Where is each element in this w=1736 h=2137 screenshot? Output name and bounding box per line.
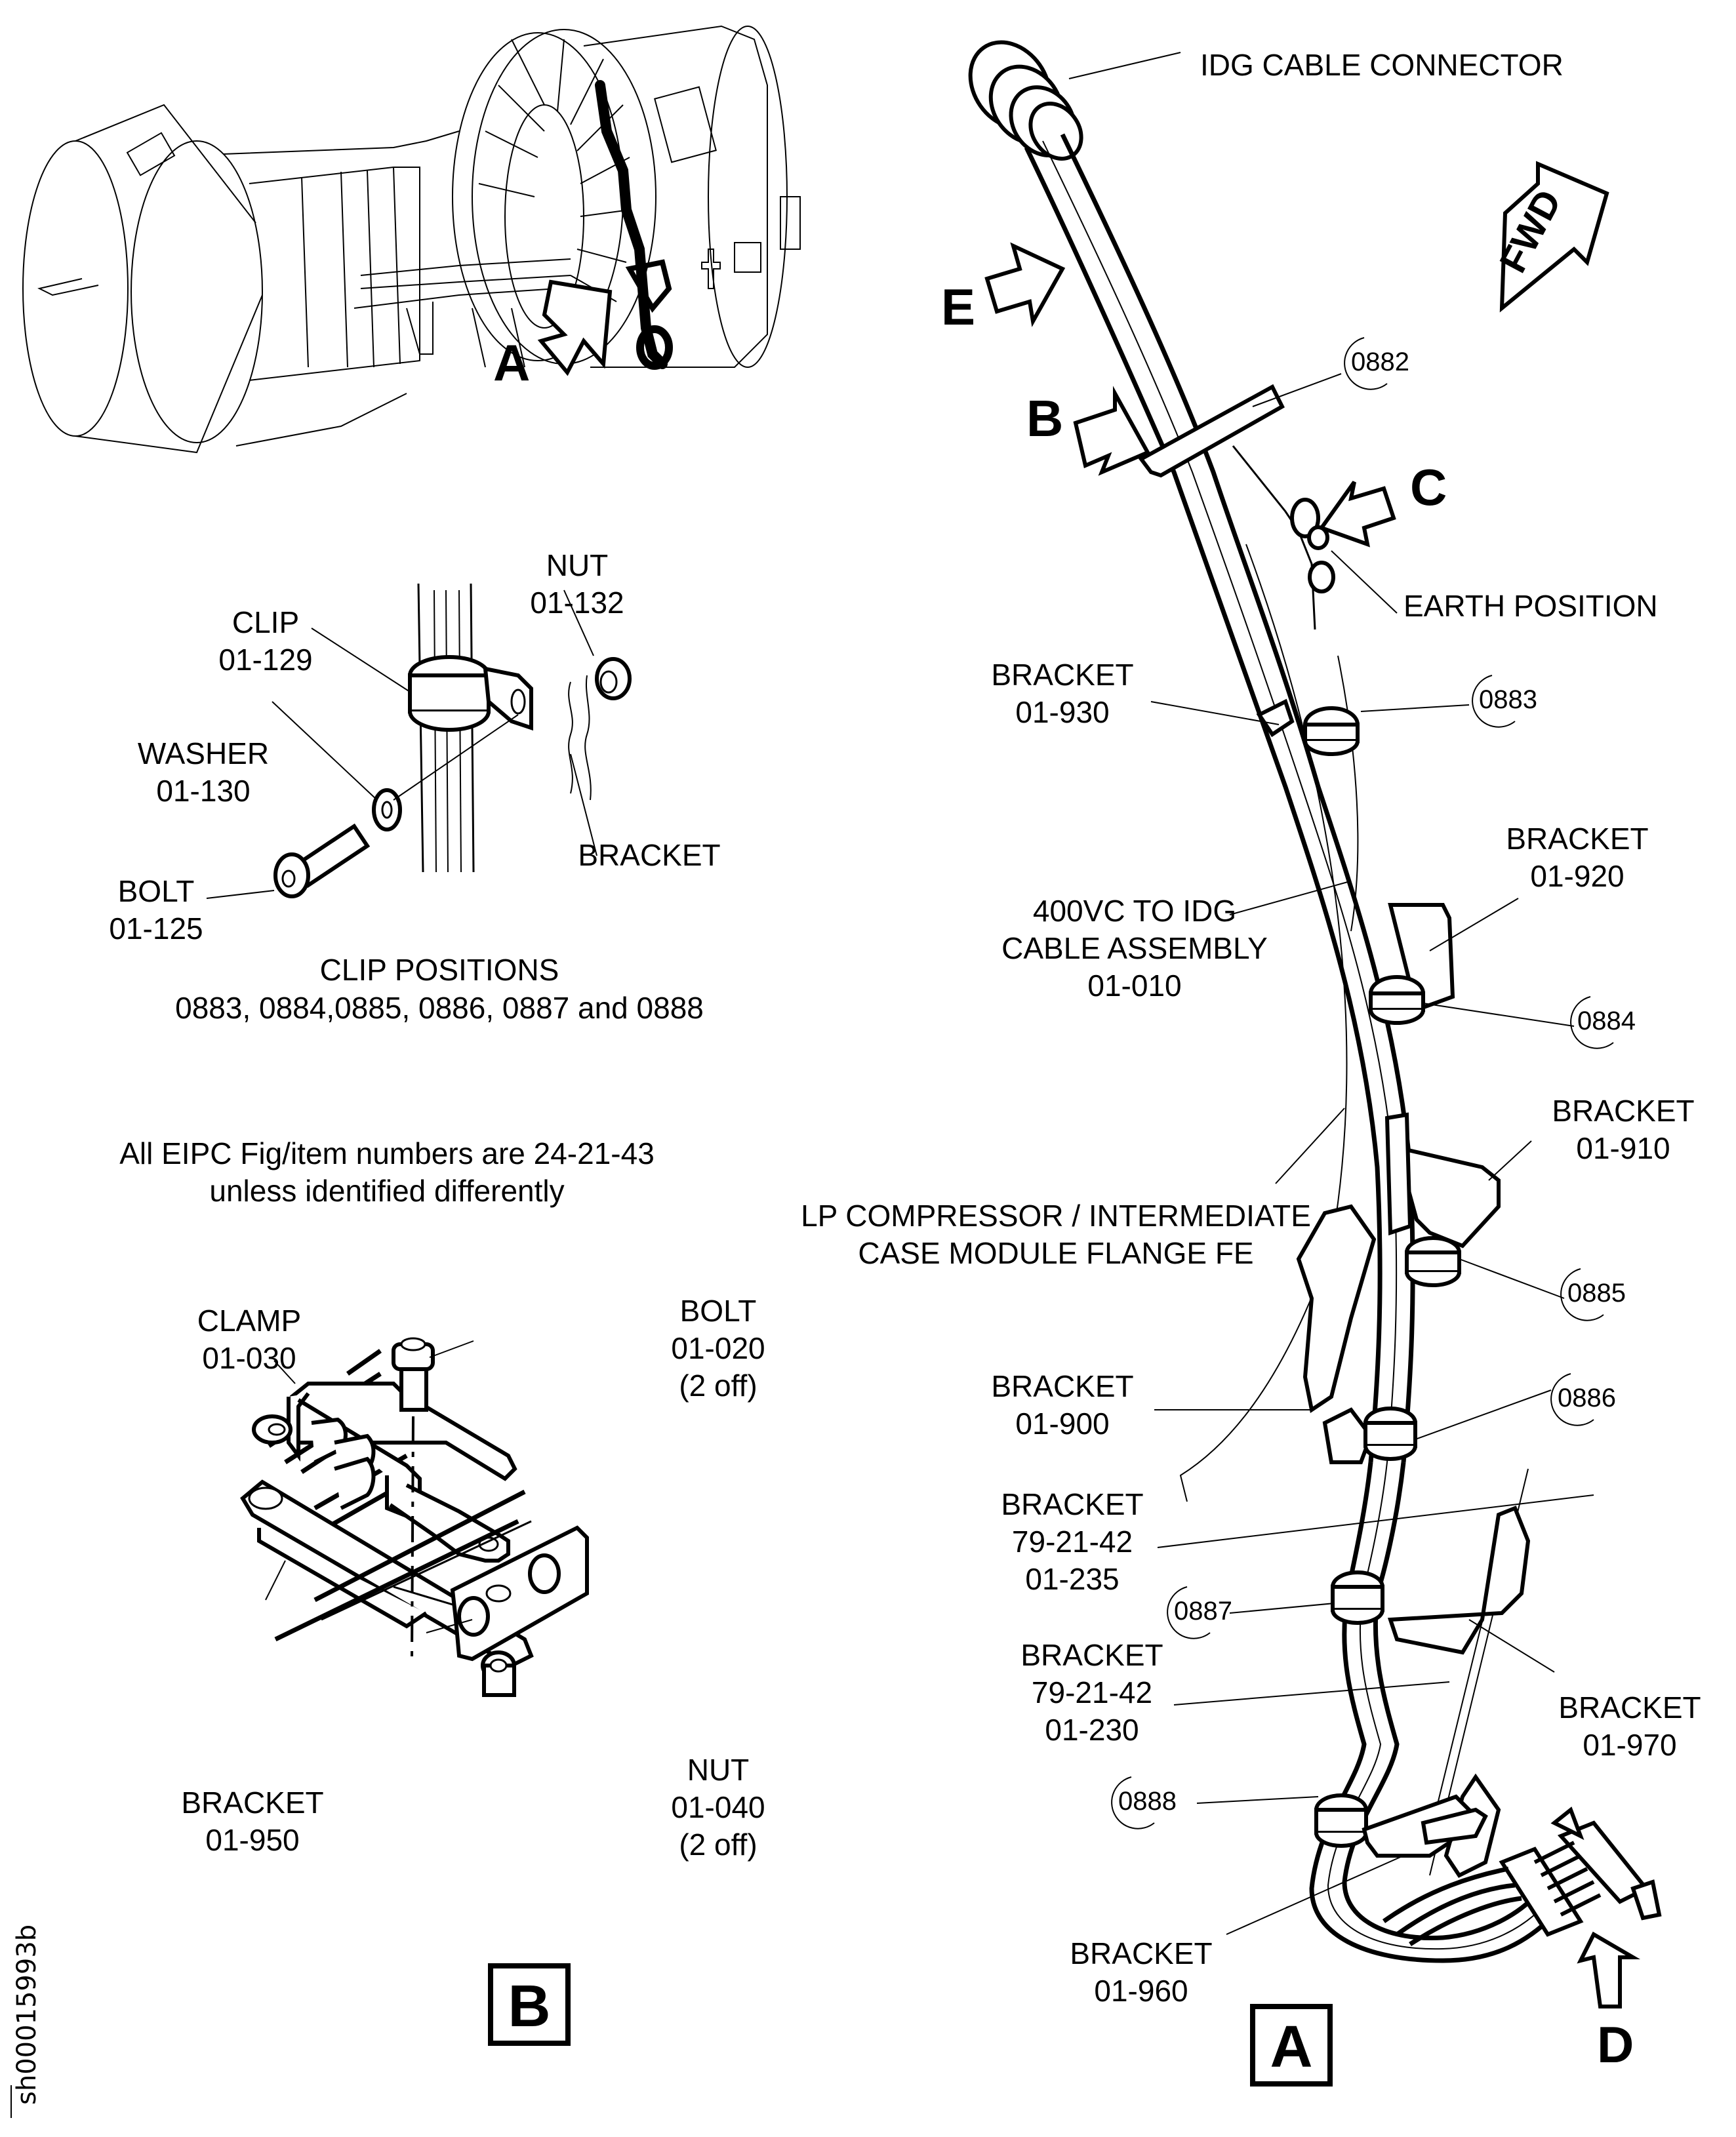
bracket-960-ref: 01-960	[1094, 1974, 1188, 2008]
position-balloon-0884: 0884	[1570, 996, 1636, 1049]
bracket-970-label: BRACKET	[1558, 1690, 1701, 1725]
bracket-950-ref: 01-950	[205, 1823, 299, 1857]
bracket-235-ref: 01-235	[1025, 1562, 1119, 1596]
nut-b-label: NUT	[687, 1753, 750, 1787]
engine-overview: A	[22, 25, 801, 454]
svg-text:0886: 0886	[1558, 1384, 1616, 1412]
view-arrow-e	[984, 242, 1066, 327]
sheet-identifier-text: sh00015993b	[12, 1924, 42, 2105]
svg-text:A: A	[1270, 2014, 1313, 2080]
bracket-920-label: BRACKET	[1506, 822, 1648, 856]
bolt-ref: 01-125	[109, 911, 203, 946]
cable-assembly-line1: 400VC TO IDG	[1033, 894, 1236, 928]
cable-assembly-line2: CABLE ASSEMBLY	[1001, 931, 1268, 965]
sheet-identifier-bar	[10, 2085, 12, 2118]
flange-label-line2: CASE MODULE FLANGE FE	[858, 1236, 1253, 1270]
view-a-callout-letter: A	[493, 334, 530, 391]
bolt-b-ref: 01-020	[671, 1331, 765, 1365]
idg-connector	[968, 40, 1083, 161]
general-note-line2: unless identified differently	[209, 1174, 564, 1208]
bracket-920-ref: 01-920	[1530, 859, 1624, 893]
arrow-e-letter: E	[941, 278, 975, 336]
arrow-c-letter: C	[1410, 458, 1447, 516]
view-label-a: A	[1250, 2004, 1333, 2087]
bolt-b-part	[392, 1337, 435, 1412]
bracket-part	[568, 675, 592, 801]
clip-detail: NUT 01-132 CLIP 01-129 WASHER 01-130 BOL…	[109, 548, 720, 1025]
bolt-part	[273, 823, 371, 898]
view-arrow-a	[537, 279, 613, 376]
bracket-930-label: BRACKET	[991, 658, 1133, 692]
bracket-235-label: BRACKET	[1001, 1487, 1143, 1521]
cable-assembly-ref: 01-010	[1087, 969, 1181, 1003]
svg-text:0882: 0882	[1351, 348, 1409, 376]
bolt-label: BOLT	[118, 874, 195, 908]
svg-text:0885: 0885	[1567, 1279, 1626, 1308]
position-balloon-0882: 0882	[1344, 337, 1409, 390]
bracket-900-label: BRACKET	[991, 1369, 1133, 1403]
bracket-235-chapter: 79-21-42	[1012, 1525, 1133, 1559]
svg-text:B: B	[508, 1974, 551, 2039]
position-balloon-0886: 0886	[1550, 1373, 1616, 1426]
bolt-b-label: BOLT	[680, 1294, 757, 1328]
clip-positions-list: 0883, 0884,0885, 0886, 0887 and 0888	[175, 991, 704, 1025]
terminal-block	[1382, 1807, 1662, 1946]
clip-part	[408, 655, 533, 732]
arrow-b-letter: B	[1026, 389, 1063, 447]
nut-part	[595, 657, 632, 700]
washer-label: WASHER	[138, 736, 269, 770]
sheet-identifier: sh00015993b	[12, 1924, 51, 2105]
washer-part	[372, 788, 402, 831]
bracket-910-ref: 01-910	[1576, 1131, 1670, 1165]
bracket-label: BRACKET	[578, 838, 720, 872]
earth-position-label: EARTH POSITION	[1403, 589, 1658, 623]
flange-label-line1: LP COMPRESSOR / INTERMEDIATE	[801, 1199, 1311, 1233]
clip-positions-title: CLIP POSITIONS	[320, 953, 559, 987]
harness-route	[595, 80, 668, 369]
bracket-930-ref: 01-930	[1015, 695, 1109, 729]
bracket-970-ref: 01-970	[1583, 1728, 1676, 1762]
clip-label: CLIP	[232, 605, 299, 639]
idg-connector-label: IDG CABLE CONNECTOR	[1200, 48, 1564, 82]
position-balloon-0883: 0883	[1472, 675, 1537, 728]
view-arrow-d	[1577, 1931, 1641, 2008]
nut-b-qty: (2 off)	[679, 1827, 757, 1862]
detail-a: FWD E B C D 0882 0883	[801, 40, 1701, 2087]
bracket-230-ref: 01-230	[1045, 1713, 1139, 1747]
detail-b: CLAMP 01-030 BOLT 01-020 (2 off) BRACKET…	[181, 1294, 765, 2046]
nut-b3	[481, 1650, 516, 1697]
nut-b2	[457, 1596, 490, 1637]
svg-text:0888: 0888	[1118, 1787, 1177, 1816]
bracket-230-chapter: 79-21-42	[1032, 1675, 1152, 1709]
nut-ref: 01-132	[530, 586, 624, 620]
washer-ref: 01-130	[156, 774, 250, 808]
bracket-900-ref: 01-900	[1015, 1407, 1109, 1441]
bracket-960-label: BRACKET	[1070, 1936, 1212, 1970]
arrow-d-letter: D	[1597, 2016, 1634, 2073]
nut-label: NUT	[546, 548, 609, 582]
nut-b-ref: 01-040	[671, 1790, 765, 1824]
bracket-230-label: BRACKET	[1020, 1638, 1163, 1672]
bolt-b-qty: (2 off)	[679, 1368, 757, 1403]
view-arrow-b	[1073, 386, 1151, 476]
general-note-line1: All EIPC Fig/item numbers are 24-21-43	[119, 1136, 655, 1170]
bracket-910-label: BRACKET	[1552, 1094, 1694, 1128]
position-balloon-0885: 0885	[1560, 1268, 1626, 1321]
clamp-ref: 01-030	[202, 1341, 296, 1375]
clamp-label: CLAMP	[197, 1304, 301, 1338]
position-balloon-0887: 0887	[1167, 1586, 1232, 1639]
svg-text:0887: 0887	[1174, 1597, 1232, 1626]
svg-text:0884: 0884	[1577, 1007, 1636, 1035]
clip-ref: 01-129	[218, 643, 312, 677]
view-label-b: B	[488, 1963, 571, 2046]
position-balloon-0888: 0888	[1111, 1776, 1177, 1829]
nut-b1	[528, 1553, 561, 1594]
svg-text:0883: 0883	[1479, 685, 1537, 714]
view-arrow-c	[1318, 481, 1396, 548]
fwd-arrow: FWD	[1491, 161, 1609, 313]
bracket-950-label: BRACKET	[181, 1786, 323, 1820]
